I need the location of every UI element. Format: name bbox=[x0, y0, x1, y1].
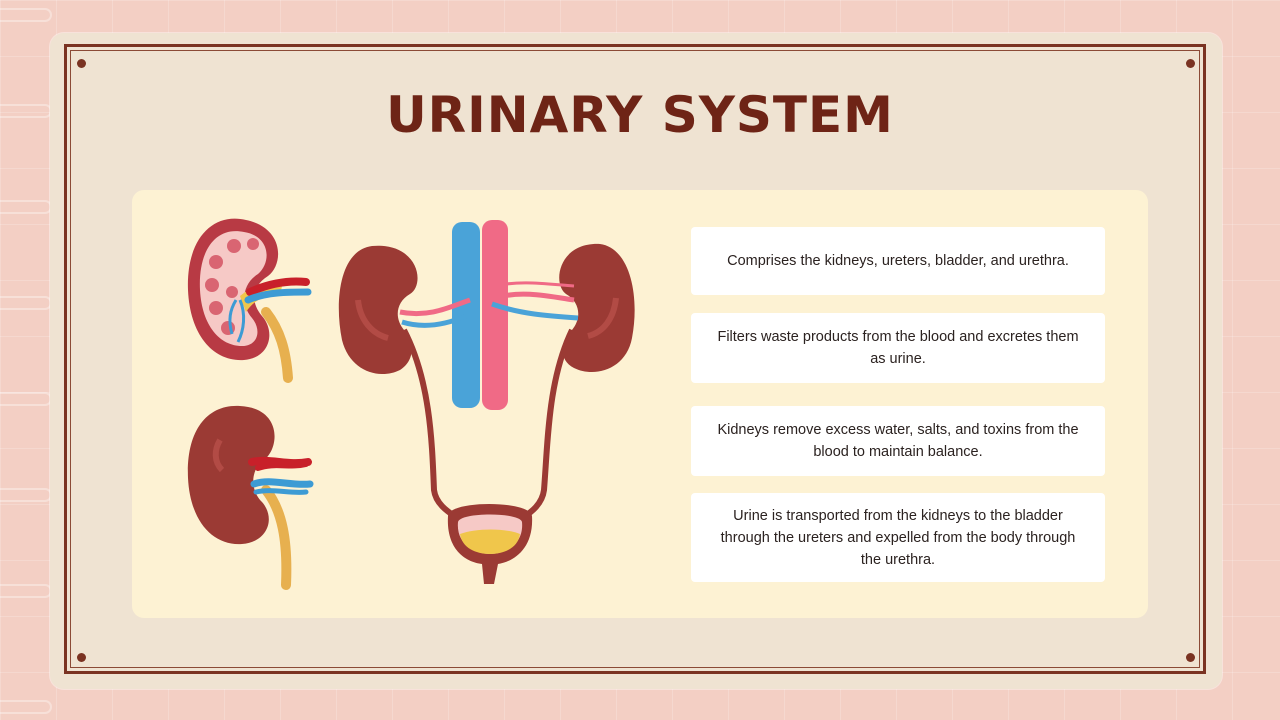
fact-box-1: Comprises the kidneys, ureters, bladder,… bbox=[691, 227, 1105, 295]
rivet-top-right bbox=[1186, 59, 1195, 68]
urinary-tract-icon bbox=[338, 220, 635, 584]
notebook-spiral bbox=[0, 700, 52, 714]
rivet-top-left bbox=[77, 59, 86, 68]
fact-text-3: Kidneys remove excess water, salts, and … bbox=[717, 422, 1079, 460]
slide-frame bbox=[64, 44, 1206, 674]
page-title: URINARY SYSTEM bbox=[386, 86, 894, 144]
kidney-external-icon bbox=[187, 405, 314, 590]
rivet-bottom-left bbox=[77, 653, 86, 662]
slide-frame-inner bbox=[70, 50, 1200, 668]
fact-box-3: Kidneys remove excess water, salts, and … bbox=[691, 406, 1105, 476]
fact-text-2: Filters waste products from the blood an… bbox=[717, 329, 1079, 367]
notebook-spiral bbox=[0, 8, 52, 22]
fact-box-4: Urine is transported from the kidneys to… bbox=[691, 493, 1105, 582]
fact-text-1: Comprises the kidneys, ureters, bladder,… bbox=[727, 253, 1069, 269]
fact-box-2: Filters waste products from the blood an… bbox=[691, 313, 1105, 383]
rivet-bottom-right bbox=[1186, 653, 1195, 662]
kidney-cross-section-icon bbox=[187, 218, 312, 383]
fact-text-4: Urine is transported from the kidneys to… bbox=[720, 507, 1076, 568]
